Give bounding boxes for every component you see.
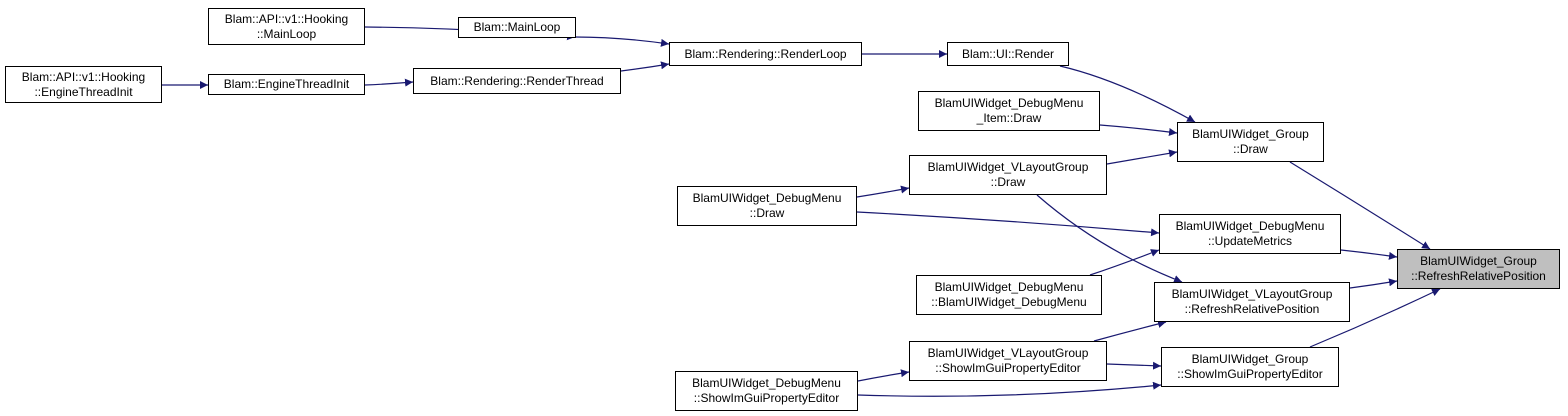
edge-debugmenu-updatemetrics-to-debugmenu-ctor [1089, 249, 1160, 276]
edge-group-showimgui-to-vlayout-showimgui [1106, 361, 1162, 370]
node-line: ::MainLoop [256, 26, 317, 41]
node-line: ::RefreshRelativePosition [1411, 269, 1546, 283]
node-line: Blam::UI::Render [961, 46, 1055, 61]
node-line: BlamUIWidget_VLayoutGroup [927, 346, 1089, 360]
node-debugmenu-updatemetrics[interactable]: BlamUIWidget_DebugMenu ::UpdateMetrics [1159, 214, 1341, 254]
node-line: Blam::Rendering::RenderLoop [684, 46, 847, 61]
edge-group-refresh-to-group-showimgui [1309, 288, 1441, 348]
edge-vlayout-refresh-to-vlayout-draw [1036, 194, 1183, 283]
edge-group-draw-to-debugmenu-item-draw [1099, 124, 1178, 136]
node-renderthread[interactable]: Blam::Rendering::RenderThread [413, 68, 621, 94]
node-line: BlamUIWidget_DebugMenu [934, 280, 1084, 294]
node-enginethreadinit[interactable]: Blam::EngineThreadInit [208, 74, 365, 95]
node-line: BlamUIWidget_DebugMenu [692, 191, 842, 205]
node-line: BlamUIWidget_Group [1420, 254, 1537, 268]
node-line: _Item::Draw [976, 111, 1042, 125]
edge-vlayout-refresh-to-vlayout-showimgui [1093, 320, 1167, 342]
node-renderloop[interactable]: Blam::Rendering::RenderLoop [669, 42, 862, 66]
node-line: BlamUIWidget_DebugMenu [1175, 219, 1325, 233]
edge-debugmenu-updatemetrics-to-debugmenu-draw [856, 211, 1160, 237]
node-line: ::UpdateMetrics [1207, 234, 1293, 248]
node-vlayout-refresh[interactable]: BlamUIWidget_VLayoutGroup ::RefreshRelat… [1154, 282, 1350, 322]
edge-group-draw-to-ui-render [1059, 65, 1196, 123]
node-line: ::Draw [990, 175, 1026, 189]
node-line: Blam::API::v1::Hooking [21, 69, 146, 84]
node-vlayout-draw[interactable]: BlamUIWidget_VLayoutGroup ::Draw [909, 155, 1107, 195]
edge-vlayout-showimgui-to-debugmenu-showimgui [857, 369, 910, 382]
node-debugmenu-ctor[interactable]: BlamUIWidget_DebugMenu ::BlamUIWidget_De… [916, 275, 1102, 315]
node-line: BlamUIWidget_VLayoutGroup [1171, 287, 1333, 301]
node-line: Blam::API::v1::Hooking [224, 11, 349, 26]
node-line: ::ShowImGuiPropertyEditor [693, 391, 840, 405]
node-line: ::Draw [1233, 142, 1268, 156]
edge-vlayout-draw-to-debugmenu-draw [856, 185, 910, 198]
edge-group-refresh-to-debugmenu-updatemetrics [1340, 249, 1398, 260]
node-line: ::EngineThreadInit [34, 84, 133, 99]
node-line: BlamUIWidget_VLayoutGroup [927, 160, 1089, 174]
edge-group-showimgui-to-debugmenu-showimgui [857, 381, 1162, 397]
node-line: ::ShowImGuiPropertyEditor [935, 361, 1081, 375]
node-mainloop[interactable]: Blam::MainLoop [458, 17, 576, 38]
node-group-refresh-focus: BlamUIWidget_Group ::RefreshRelativePosi… [1397, 249, 1560, 289]
node-line: BlamUIWidget_Group [1192, 127, 1309, 141]
node-debugmenu-item-draw[interactable]: BlamUIWidget_DebugMenu _Item::Draw [918, 91, 1100, 131]
node-line: BlamUIWidget_Group [1191, 352, 1309, 366]
node-api-enginethreadinit[interactable]: Blam::API::v1::Hooking ::EngineThreadIni… [5, 66, 162, 103]
node-group-showimgui[interactable]: BlamUIWidget_Group ::ShowImGuiPropertyEd… [1161, 347, 1339, 387]
node-line: Blam::Rendering::RenderThread [430, 73, 604, 88]
edge-renderloop-to-renderthread [620, 61, 670, 72]
node-line: ::BlamUIWidget_DebugMenu [931, 295, 1087, 309]
node-line: ::RefreshRelativePosition [1184, 302, 1320, 316]
node-ui-render[interactable]: Blam::UI::Render [947, 42, 1069, 66]
edge-renderloop-to-mainloop [574, 36, 670, 47]
edge-group-draw-to-vlayout-draw [1106, 149, 1178, 165]
node-line: Blam::EngineThreadInit [223, 77, 350, 91]
edge-group-refresh-to-vlayout-refresh [1349, 278, 1398, 289]
node-api-mainloop[interactable]: Blam::API::v1::Hooking ::MainLoop [208, 8, 365, 45]
node-line: BlamUIWidget_DebugMenu [692, 376, 841, 390]
node-line: Blam::MainLoop [473, 20, 561, 34]
node-line: ::ShowImGuiPropertyEditor [1177, 367, 1323, 381]
node-debugmenu-draw[interactable]: BlamUIWidget_DebugMenu ::Draw [677, 186, 857, 226]
node-debugmenu-showimgui[interactable]: BlamUIWidget_DebugMenu ::ShowImGuiProper… [675, 371, 858, 411]
edge-group-refresh-to-group-draw [1289, 161, 1431, 250]
node-group-draw[interactable]: BlamUIWidget_Group ::Draw [1177, 122, 1324, 162]
node-vlayout-showimgui[interactable]: BlamUIWidget_VLayoutGroup ::ShowImGuiPro… [909, 341, 1107, 381]
edge-renderthread-to-enginethreadinit [364, 78, 414, 87]
node-line: BlamUIWidget_DebugMenu [934, 96, 1084, 110]
node-line: ::Draw [749, 206, 785, 220]
